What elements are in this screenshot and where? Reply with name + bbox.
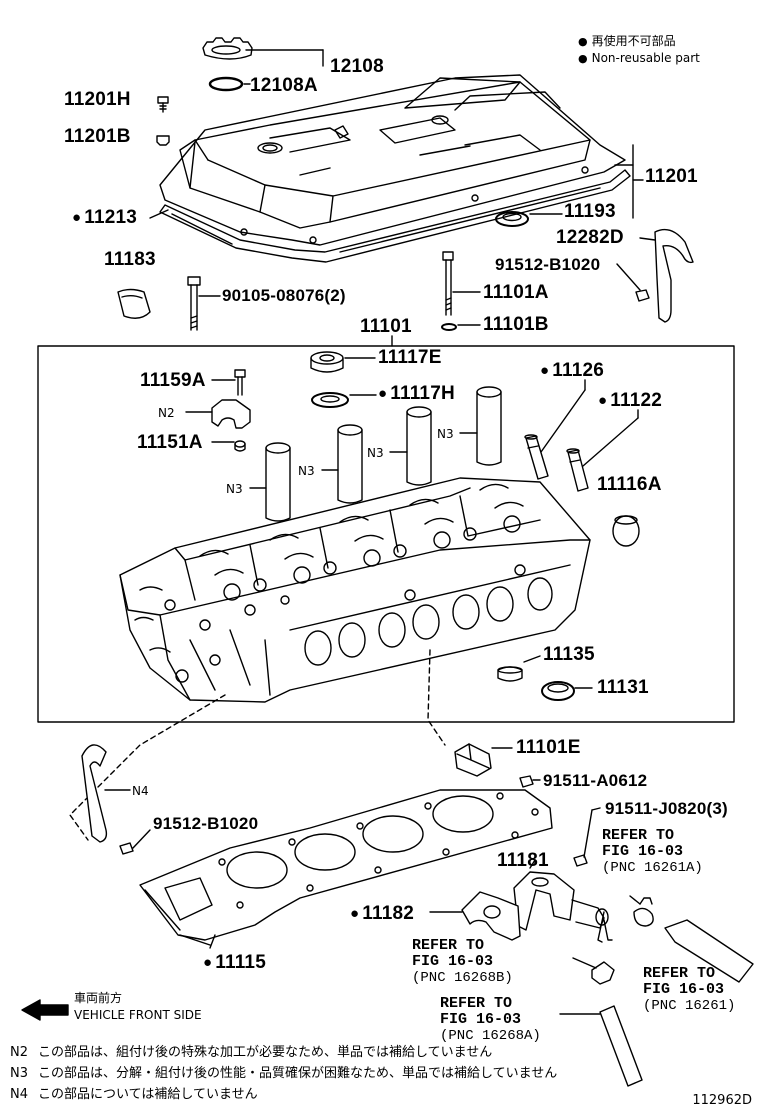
part-91512-b1020-bottom[interactable]: 91512-B1020 <box>153 814 259 833</box>
tag-n3: N3 <box>298 464 315 478</box>
plug-11117e-drawing <box>310 351 344 373</box>
illustration-id: 112962D <box>692 1093 752 1108</box>
part-11101a[interactable]: 11101A <box>483 282 549 303</box>
part-11131[interactable]: 11131 <box>597 677 649 698</box>
part-11101b[interactable]: 11101B <box>483 314 549 335</box>
legend-jp: 再使用不可部品 <box>591 34 676 48</box>
part-91511-a0612[interactable]: 91511-A0612 <box>543 771 648 790</box>
water-outlet-drawing <box>513 871 613 943</box>
bracket-n4-drawing <box>81 744 108 843</box>
part-12108a[interactable]: 12108A <box>250 75 318 96</box>
cylinder-head-cover-drawing <box>159 74 631 263</box>
front-en: VEHICLE FRONT SIDE <box>74 1008 202 1022</box>
tag-n4: N4 <box>132 784 149 798</box>
part-11122[interactable]: 11122 <box>598 391 662 410</box>
plug-11116a-drawing <box>612 515 640 547</box>
tag-n3: N3 <box>226 482 243 496</box>
oil-filler-cap-drawing <box>202 37 253 92</box>
bullet-icon: ● <box>578 35 588 48</box>
head-gasket-drawing <box>139 789 553 946</box>
grommet-11201b-drawing <box>156 135 170 146</box>
refer-to-16261[interactable]: REFER TO FIG 16-03 (PNC 16261) <box>643 965 736 1015</box>
sensor-11101e-drawing <box>454 743 492 777</box>
part-90105-08076[interactable]: 90105-08076(2) <box>222 286 346 305</box>
part-11135[interactable]: 11135 <box>543 644 595 665</box>
bolt-11159a-drawing <box>234 369 246 396</box>
legend-en: Non-reusable part <box>591 51 700 65</box>
part-11116a[interactable]: 11116A <box>597 474 662 495</box>
tag-n3: N3 <box>437 427 454 441</box>
cylinder-head-drawing <box>119 477 591 703</box>
refer-to-16261a[interactable]: REFER TO FIG 16-03 (PNC 16261A) <box>602 827 703 877</box>
valve-guide-11126-drawing <box>524 434 549 480</box>
front-jp: 車両前方 <box>74 991 123 1005</box>
part-11193[interactable]: 11193 <box>564 201 616 222</box>
part-11159a[interactable]: 11159A <box>140 370 206 391</box>
legend: ●再使用不可部品 ●Non-reusable part <box>578 33 700 67</box>
part-11201b[interactable]: 11201B <box>64 126 131 147</box>
part-11183[interactable]: 11183 <box>104 249 156 270</box>
valve-guide-11122-drawing <box>566 448 589 492</box>
part-11117h[interactable]: 11117H <box>378 384 455 403</box>
bearing-cap-drawing <box>211 399 251 429</box>
bracket-12282d-drawing <box>654 228 694 323</box>
part-11201h[interactable]: 11201H <box>64 89 131 110</box>
part-11117e[interactable]: 11117E <box>378 347 442 368</box>
grommet-11183-drawing <box>117 288 151 319</box>
front-arrow-icon <box>21 999 69 1021</box>
part-11182[interactable]: 11182 <box>350 904 414 923</box>
part-11151a[interactable]: 11151A <box>137 432 203 453</box>
part-91511-j0820[interactable]: 91511-J0820(3) <box>605 799 728 818</box>
part-12108[interactable]: 12108 <box>330 56 384 77</box>
tag-n3: N3 <box>367 446 384 460</box>
part-11126[interactable]: 11126 <box>540 361 604 380</box>
refer-to-16268a[interactable]: REFER TO FIG 16-03 (PNC 16268A) <box>440 995 541 1045</box>
bullet-icon: ● <box>578 52 588 65</box>
vehicle-front-label: 車両前方 VEHICLE FRONT SIDE <box>74 990 202 1024</box>
sleeves-n3-drawing <box>265 386 502 522</box>
bolt-90105-drawing <box>187 276 201 331</box>
tag-n2: N2 <box>158 406 175 420</box>
part-11115[interactable]: 11115 <box>203 953 266 972</box>
bolt-11101a-drawing <box>442 251 454 316</box>
bolt-11201h-drawing <box>157 96 169 113</box>
part-11201[interactable]: 11201 <box>645 166 698 187</box>
gasket-11182-drawing <box>461 891 521 941</box>
part-91512-b1020-top[interactable]: 91512-B1020 <box>495 255 601 274</box>
refer-to-16268b[interactable]: REFER TO FIG 16-03 (PNC 16268B) <box>412 937 513 987</box>
part-11213[interactable]: 11213 <box>72 208 137 227</box>
part-11101[interactable]: 11101 <box>360 316 412 337</box>
part-12282d[interactable]: 12282D <box>556 227 624 248</box>
part-11181[interactable]: 11181 <box>497 850 549 871</box>
part-11101e[interactable]: 11101E <box>516 737 581 758</box>
